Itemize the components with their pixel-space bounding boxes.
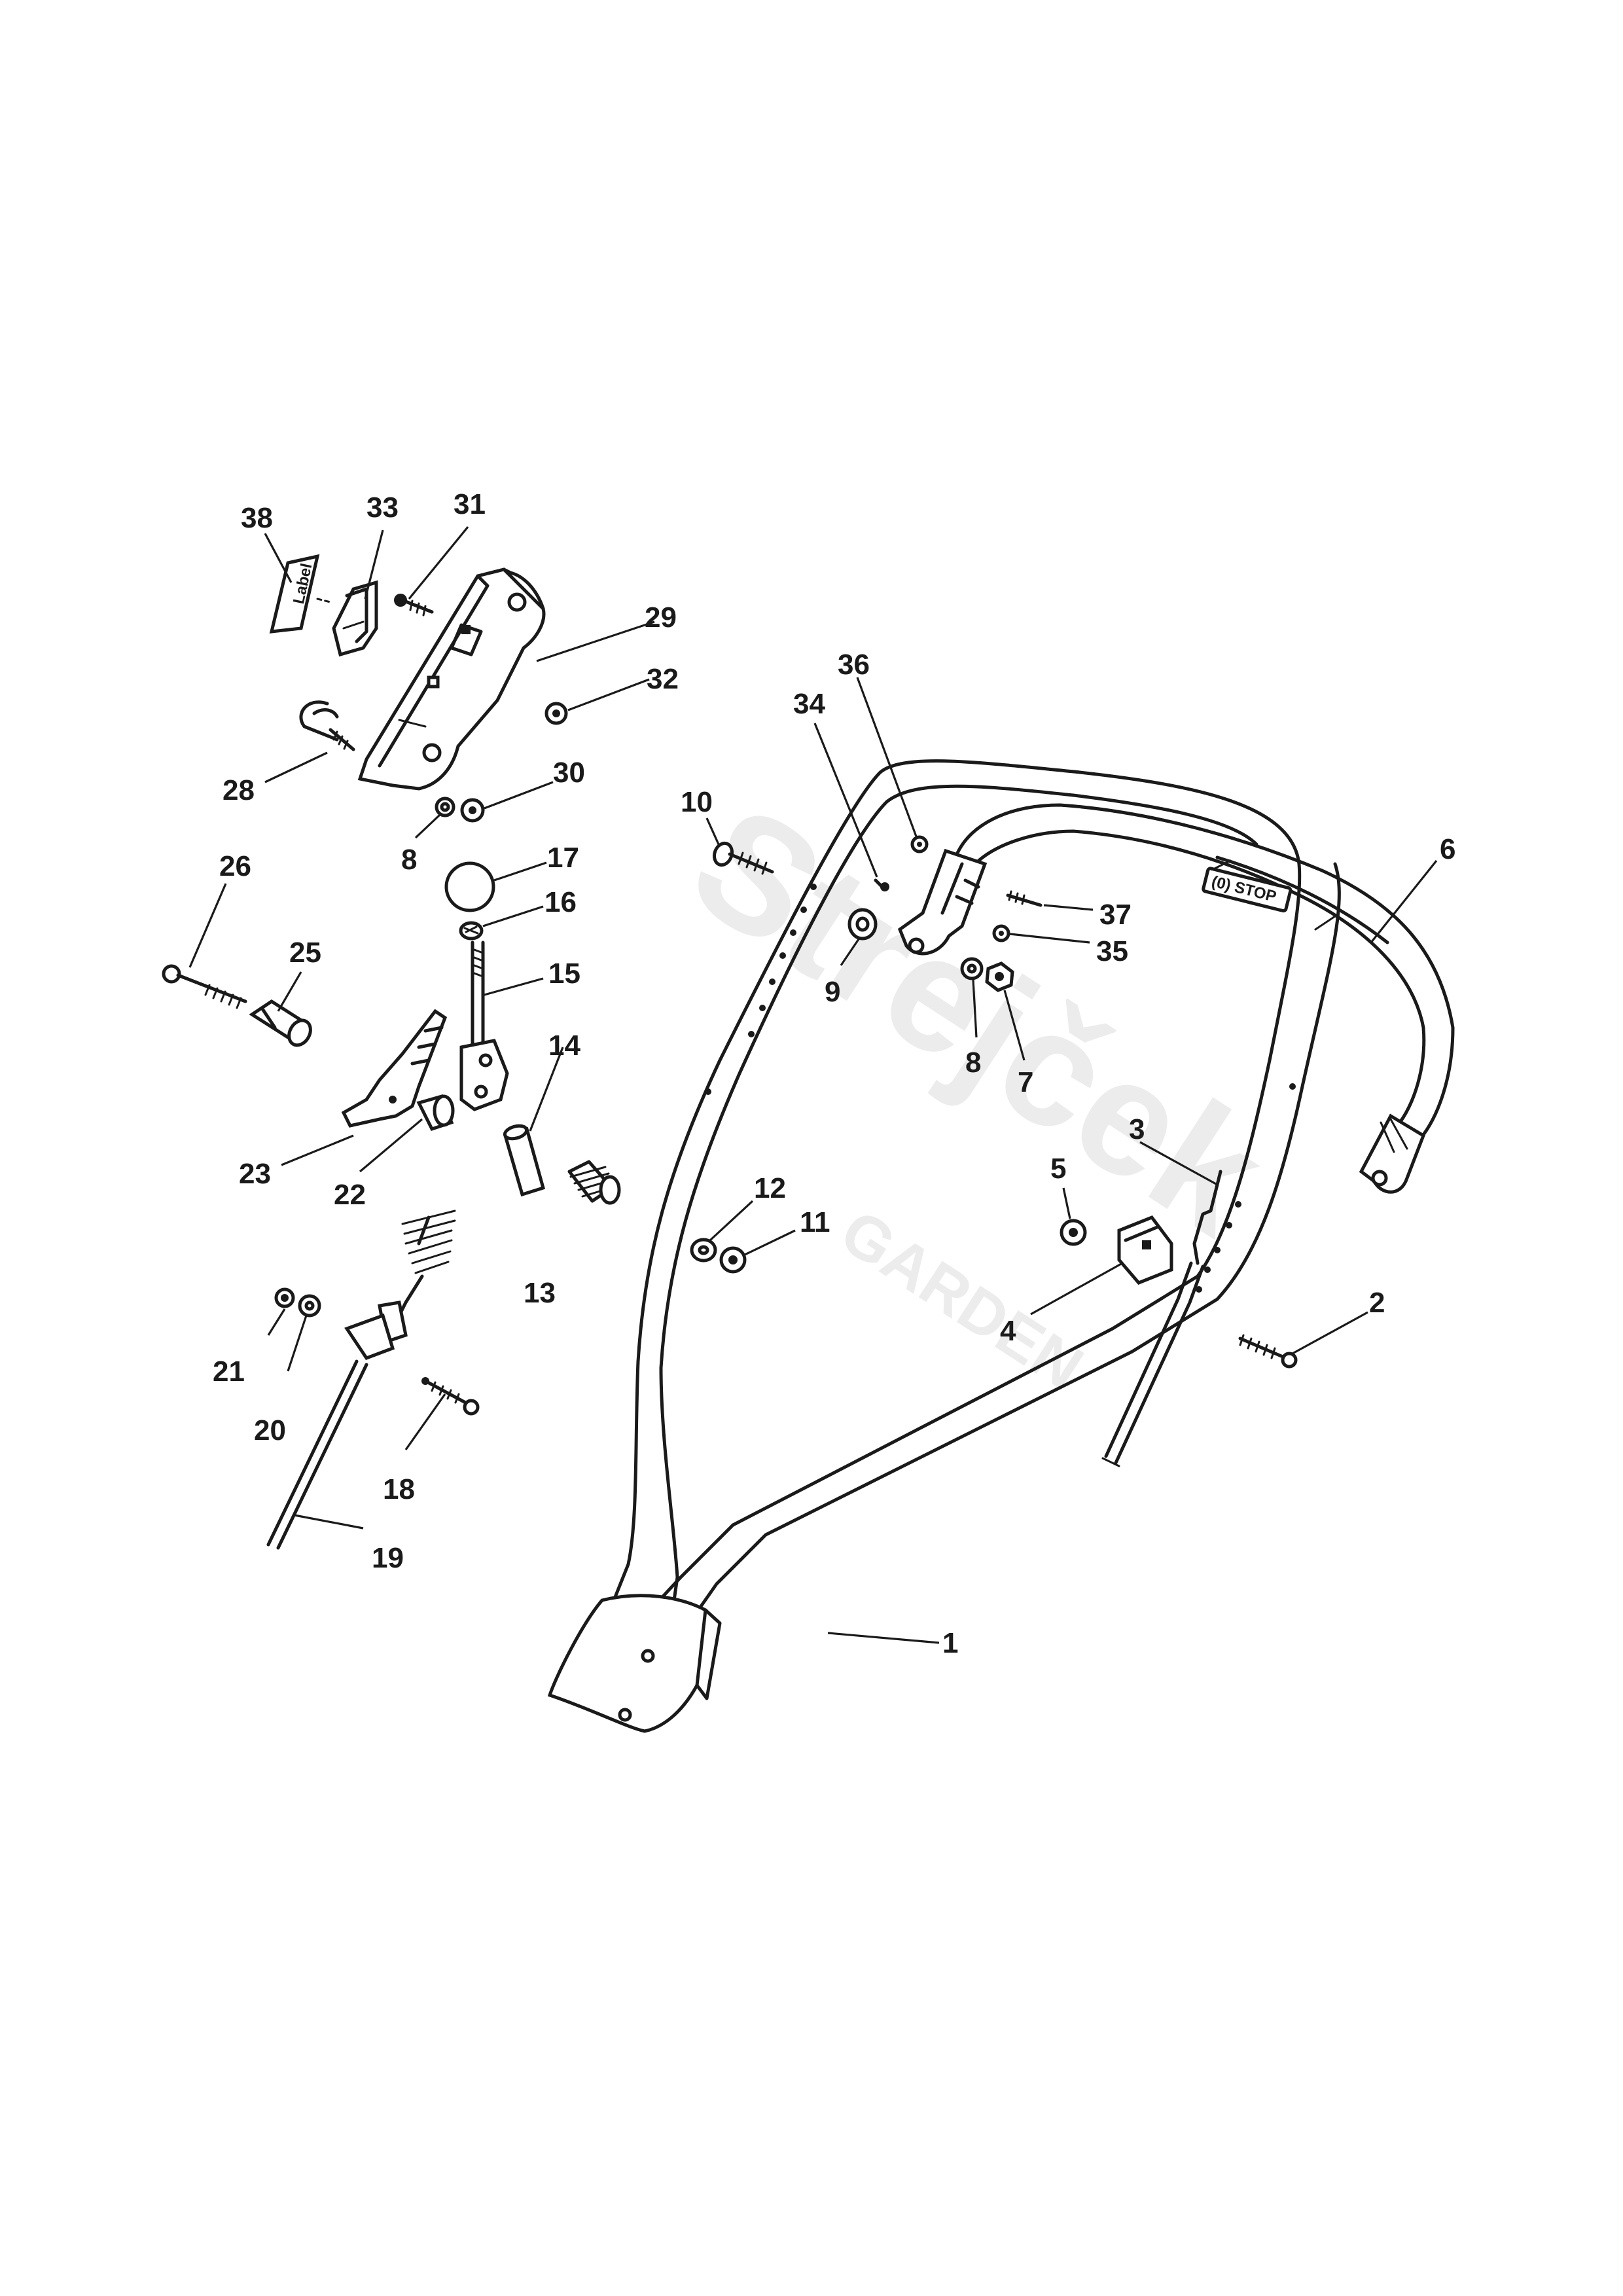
callout-26: 26 xyxy=(219,850,251,882)
callout-2: 2 xyxy=(1369,1287,1385,1319)
callout-5: 5 xyxy=(1050,1153,1066,1185)
callout-37: 37 xyxy=(1099,899,1132,931)
callout-3: 3 xyxy=(1129,1113,1145,1145)
callout-4: 4 xyxy=(1000,1315,1016,1347)
part-11-nut[interactable] xyxy=(719,1246,747,1274)
callout-25: 25 xyxy=(289,937,321,969)
leader-lines xyxy=(188,526,1438,1644)
callout-34: 34 xyxy=(793,688,825,720)
part-18-screw[interactable] xyxy=(421,1377,480,1416)
part-34-screw[interactable] xyxy=(874,878,889,891)
frame-holes-right xyxy=(1196,1083,1296,1293)
callout-11: 11 xyxy=(800,1206,830,1238)
part-30-nut[interactable] xyxy=(460,798,485,823)
callout-14: 14 xyxy=(548,1030,580,1062)
part-29-control-housing[interactable] xyxy=(357,567,546,791)
callout-19: 19 xyxy=(372,1542,404,1574)
part-8b-washer[interactable] xyxy=(960,957,984,980)
part-37-pin[interactable] xyxy=(1006,890,1043,907)
part-1-handle-frame[interactable] xyxy=(547,759,1341,1733)
part-22-bushing[interactable] xyxy=(416,1094,455,1132)
part-17-knob[interactable] xyxy=(444,861,495,912)
callout-6: 6 xyxy=(1440,833,1455,865)
callout-8a: 8 xyxy=(401,844,417,876)
callout-labels: 38 33 31 29 32 28 30 8 17 16 26 25 15 14… xyxy=(213,488,1455,1659)
part-36-nut[interactable] xyxy=(910,835,929,853)
part-cable-lower xyxy=(1101,1261,1205,1467)
callout-9: 9 xyxy=(825,976,840,1008)
callout-8b: 8 xyxy=(965,1047,981,1079)
callout-31: 31 xyxy=(454,488,486,520)
callout-32: 32 xyxy=(647,663,679,695)
stop-decal xyxy=(1202,867,1293,913)
part-2-screw[interactable] xyxy=(1238,1334,1298,1369)
callout-33: 33 xyxy=(366,492,399,524)
callout-29: 29 xyxy=(645,601,677,634)
part-15-lever-rod[interactable] xyxy=(459,941,509,1111)
callout-1: 1 xyxy=(942,1627,958,1659)
part-14-sleeve[interactable] xyxy=(503,1124,546,1197)
callout-10: 10 xyxy=(681,786,713,818)
callout-38: 38 xyxy=(241,502,273,534)
callout-35: 35 xyxy=(1096,935,1128,967)
part-10-bolt[interactable] xyxy=(711,841,774,875)
part-8a-washer[interactable] xyxy=(435,797,455,817)
part-6-bail-bar[interactable]: (0) STOP xyxy=(954,803,1455,1194)
part-4-cable-clamp[interactable] xyxy=(1117,1215,1173,1285)
part-7-nut[interactable] xyxy=(985,961,1014,992)
part-16-nut[interactable] xyxy=(459,921,484,941)
callout-16: 16 xyxy=(544,886,577,918)
part-bail-bracket-left[interactable] xyxy=(897,848,988,956)
part-23-lever-plate[interactable] xyxy=(341,1009,448,1128)
callout-36: 36 xyxy=(838,649,870,681)
callout-7: 7 xyxy=(1018,1066,1033,1098)
callout-23: 23 xyxy=(239,1158,271,1190)
callout-17: 17 xyxy=(547,842,579,874)
part-13-spring[interactable] xyxy=(567,1160,621,1205)
callout-13: 13 xyxy=(524,1277,556,1309)
part-35-washer[interactable] xyxy=(992,924,1010,942)
part-31-screw[interactable] xyxy=(394,594,434,617)
part-26-long-bolt[interactable] xyxy=(162,964,247,1009)
callout-20: 20 xyxy=(254,1414,286,1446)
callout-21: 21 xyxy=(213,1355,245,1388)
part-25-bushing[interactable] xyxy=(249,999,315,1049)
part-9-bushing[interactable] xyxy=(847,908,878,941)
part-19-bowden-cable[interactable] xyxy=(266,1210,456,1550)
part-33-switch-clip[interactable] xyxy=(332,580,378,657)
part-12-washer[interactable] xyxy=(690,1238,717,1263)
callout-18: 18 xyxy=(383,1473,415,1505)
part-38-label[interactable]: Label xyxy=(269,554,332,634)
part-32-nut[interactable] xyxy=(544,702,568,725)
part-20-washer[interactable] xyxy=(298,1294,321,1318)
callout-12: 12 xyxy=(754,1172,786,1204)
part-21-nut[interactable] xyxy=(274,1287,295,1308)
frame-holes-left xyxy=(705,884,817,1095)
frame-foot-bracket xyxy=(547,1594,722,1733)
part-28-hook-bolt[interactable] xyxy=(299,700,355,751)
callout-22: 22 xyxy=(334,1179,366,1211)
callout-15: 15 xyxy=(548,958,580,990)
callout-28: 28 xyxy=(223,774,255,806)
callout-30: 30 xyxy=(553,757,585,789)
part-5-nut[interactable] xyxy=(1060,1219,1087,1246)
part-3-cable-link[interactable] xyxy=(1192,1170,1222,1265)
